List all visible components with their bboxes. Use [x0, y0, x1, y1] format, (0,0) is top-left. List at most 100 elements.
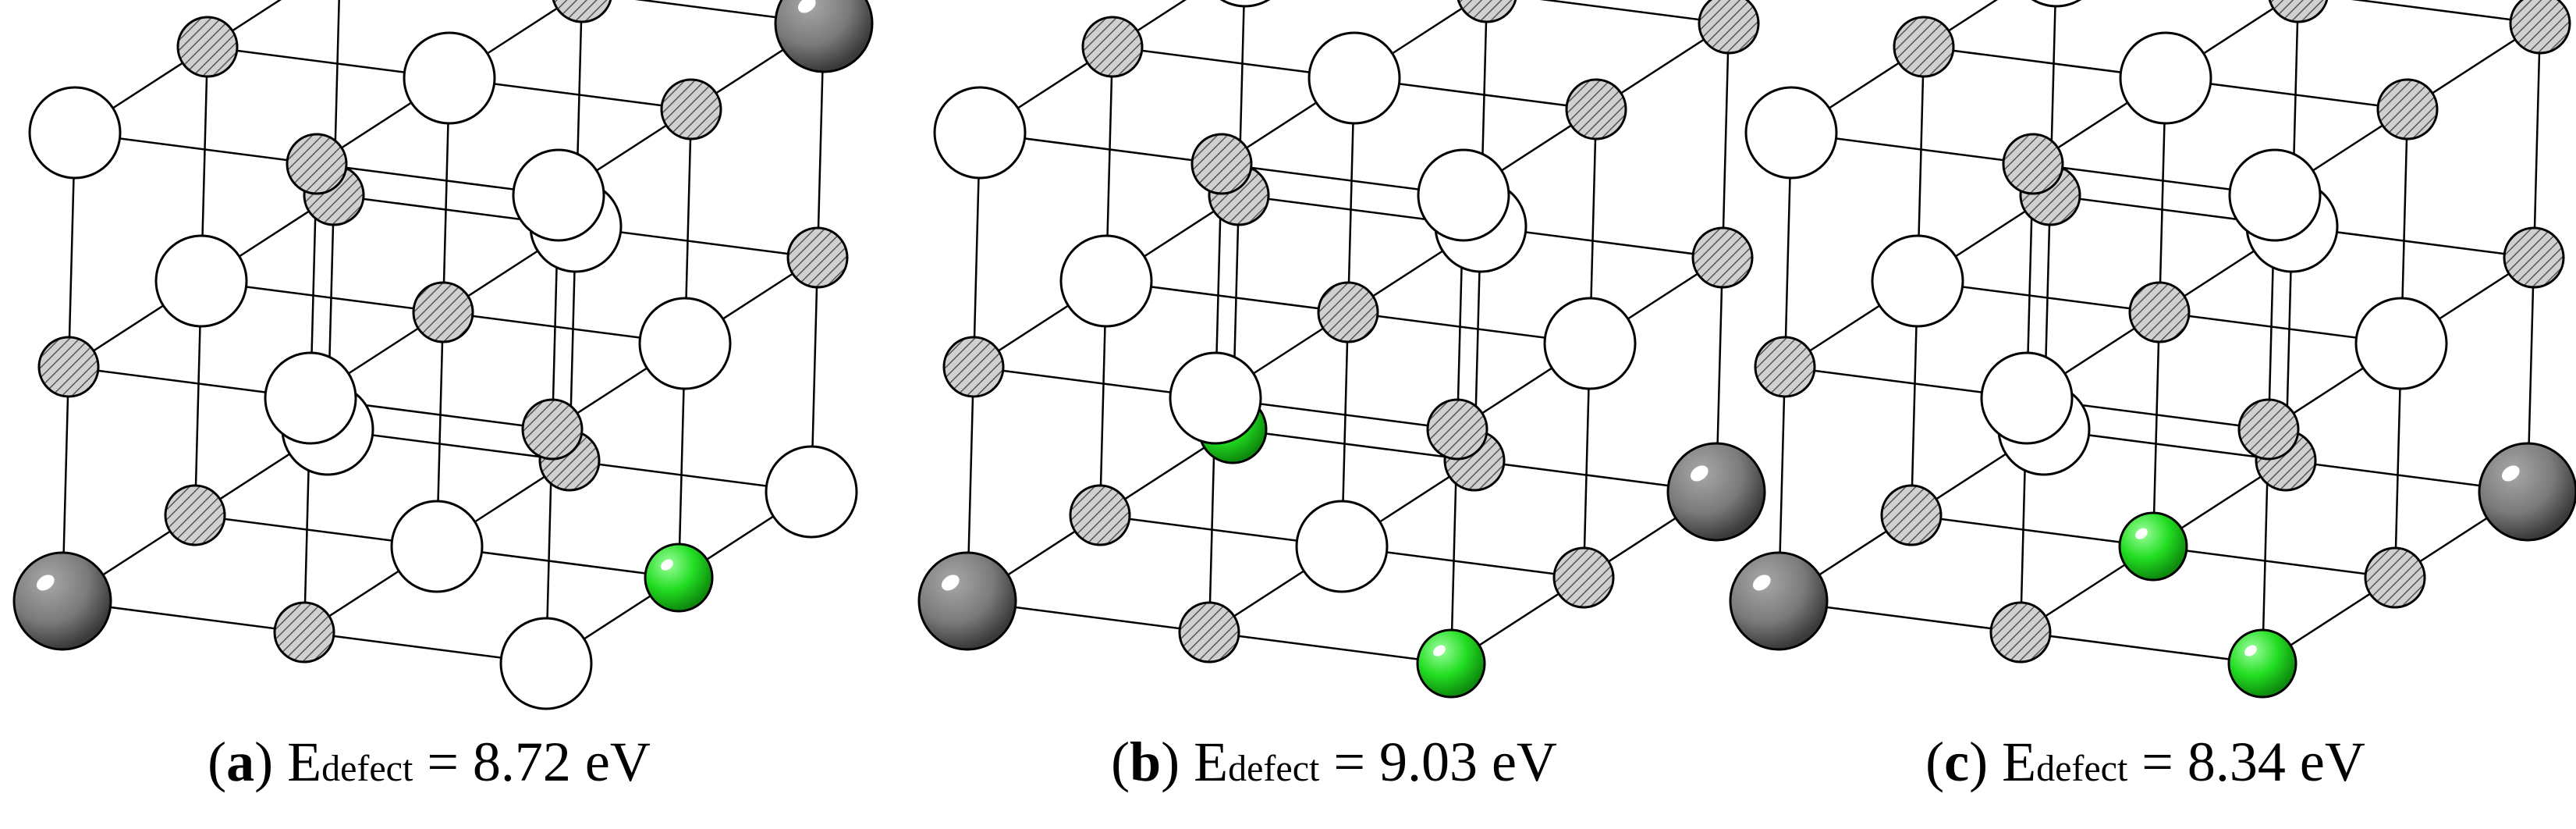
bond	[1539, 0, 1730, 25]
gray-dopant-atom	[2478, 442, 2576, 542]
energy-value: 9.03	[1378, 731, 1478, 793]
atom-layer	[1729, 0, 2576, 699]
sublattice-atom	[286, 133, 348, 195]
crystal-structure-c	[1729, 0, 2576, 699]
sublattice-atom	[1317, 281, 1379, 343]
sublattice-atom	[1691, 226, 1754, 289]
energy-subscript: defect	[2036, 748, 2128, 789]
bond	[2152, 311, 2161, 547]
sublattice-atom	[660, 78, 722, 141]
specular-highlight	[2135, 528, 2148, 539]
panel-letter: c	[1944, 731, 1970, 793]
host-atom	[1059, 234, 1153, 328]
sublattice-atom	[1989, 601, 2052, 664]
host-atom	[1744, 86, 1838, 180]
sublattice-atom	[786, 226, 849, 289]
sublattice-atom	[1698, 0, 1760, 55]
energy-symbol: E	[287, 731, 322, 793]
crystal-structure-b	[917, 0, 1766, 699]
caption-c: (c) Edefect = 8.34 eV	[1925, 731, 2365, 793]
bond	[2152, 545, 2396, 579]
sublattice-atom	[1552, 546, 1615, 609]
bond	[1208, 631, 1452, 665]
host-atom	[1308, 31, 1401, 125]
sublattice-atom	[2128, 281, 2191, 343]
host-atom	[1871, 234, 1964, 328]
atom-layer	[917, 0, 1766, 699]
sublattice-atom	[2376, 78, 2439, 141]
equals-sign: =	[1333, 731, 1365, 793]
host-atom	[1980, 351, 2074, 445]
host-atom	[2228, 148, 2322, 242]
specular-highlight	[797, 0, 816, 13]
panel-a: (a) Edefect = 8.72 eV	[0, 0, 874, 829]
sublattice-atom	[1880, 484, 1943, 546]
bond	[1911, 514, 2154, 548]
host-atom	[1169, 351, 1262, 445]
sublattice-atom	[412, 281, 474, 343]
host-atom	[499, 617, 593, 710]
sublattice-atom	[552, 0, 612, 23]
energy-value: 8.72	[472, 731, 571, 793]
host-atom	[28, 86, 122, 180]
bond	[2532, 23, 2542, 258]
sublattice-atom	[2237, 398, 2300, 461]
gray-dopant-atom	[774, 0, 874, 73]
host-atom	[2031, 0, 2082, 8]
gray-dopant-atom	[1729, 551, 1829, 651]
energy-symbol: E	[2002, 731, 2037, 793]
host-atom	[1219, 0, 1271, 8]
host-atom	[1295, 500, 1389, 593]
caption-b: (b) Edefect = 9.03 eV	[1111, 731, 1557, 793]
crystal-structure-a	[12, 0, 874, 710]
sublattice-atom	[2002, 133, 2064, 195]
host-atom	[390, 500, 484, 593]
sublattice-atom	[2364, 546, 2426, 609]
atom-layer	[12, 0, 874, 710]
gray-dopant-atom	[1666, 442, 1766, 542]
sublattice-atom	[1754, 336, 1816, 398]
equals-sign: =	[427, 731, 459, 793]
host-atom	[512, 148, 605, 242]
host-atom	[638, 297, 732, 390]
sublattice-atom	[1178, 601, 1240, 664]
energy-value: 8.34	[2187, 731, 2286, 793]
host-atom	[1417, 148, 1510, 242]
energy-unit: eV	[2299, 731, 2365, 793]
sublattice-atom	[1457, 0, 1517, 23]
gray-dopant-atom	[917, 551, 1017, 651]
green-dopant-atom	[644, 543, 714, 613]
host-atom	[403, 31, 496, 125]
sublattice-atom	[37, 336, 100, 398]
bond	[1721, 23, 1730, 258]
panel-letter: a	[226, 731, 255, 793]
specular-highlight	[941, 575, 960, 591]
specular-highlight	[36, 575, 55, 591]
host-atom	[2354, 297, 2448, 390]
host-atom	[1543, 297, 1637, 390]
specular-highlight	[2244, 645, 2257, 656]
host-atom	[933, 86, 1027, 180]
sublattice-atom	[521, 398, 584, 461]
green-dopant-atom	[2227, 628, 2297, 699]
specular-highlight	[1433, 645, 1446, 656]
host-atom	[154, 234, 248, 328]
host-atom	[765, 445, 858, 539]
sublattice-atom	[1069, 484, 1131, 546]
sublattice-atom	[273, 601, 335, 664]
specular-highlight	[2501, 465, 2520, 482]
sublattice-atom	[1190, 133, 1253, 195]
panel-letter: b	[1130, 731, 1162, 793]
energy-subscript: defect	[321, 748, 413, 789]
bond	[1232, 428, 1475, 462]
specular-highlight	[661, 559, 673, 571]
energy-unit: eV	[584, 731, 651, 793]
energy-subscript: defect	[1228, 748, 1320, 789]
energy-unit: eV	[1491, 731, 1557, 793]
sublattice-atom	[2509, 0, 2571, 55]
sublattice-atom	[164, 484, 226, 546]
sublattice-atom	[1565, 78, 1627, 141]
bond	[2020, 631, 2263, 665]
sublattice-atom	[1893, 16, 1955, 78]
